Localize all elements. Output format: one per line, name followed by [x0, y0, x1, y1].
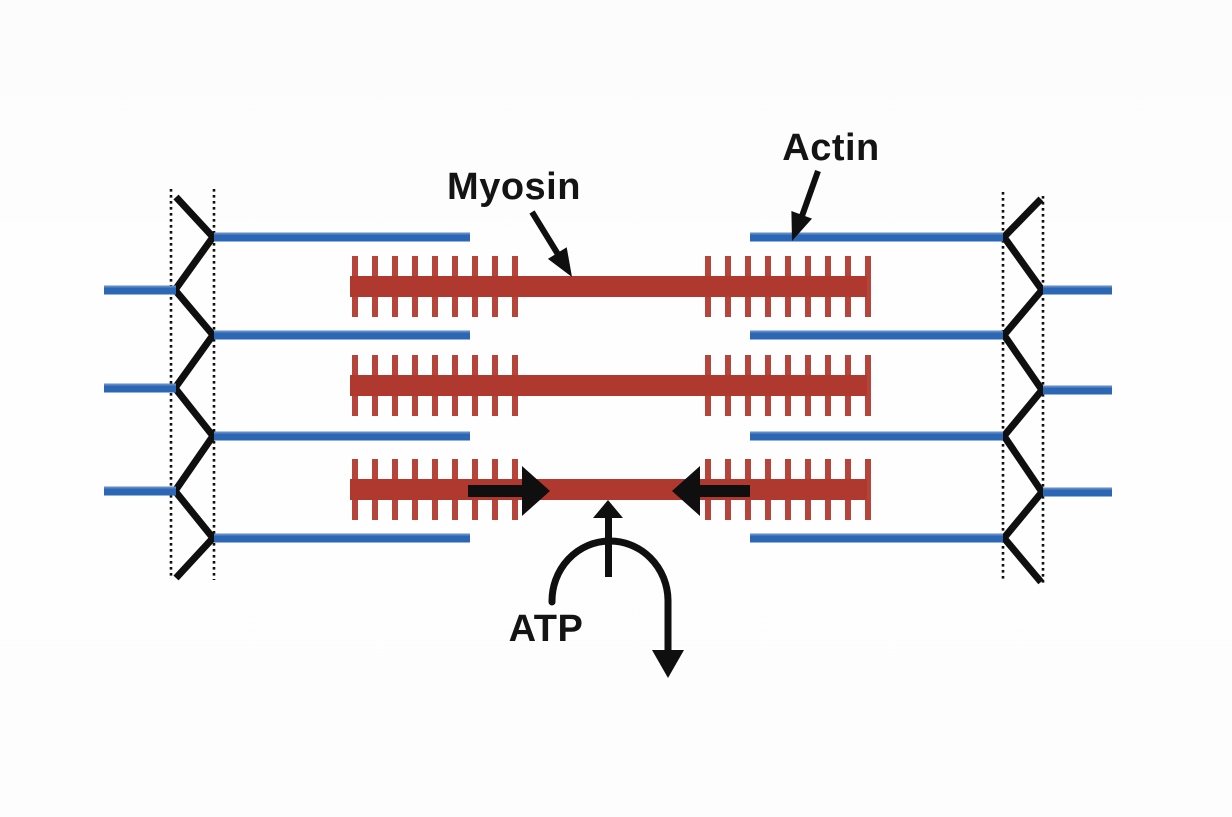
actin-filament-highlight — [104, 383, 176, 386]
contraction-arrow-right-head — [522, 466, 550, 516]
contraction-arrow-left-head — [672, 466, 700, 516]
actin-filament-highlight — [104, 285, 176, 288]
atp-label: ATP — [508, 608, 584, 650]
actin-filament-outer-right — [1043, 285, 1112, 295]
actin-filament-highlight — [750, 330, 1003, 333]
myosin-pointer-shaft — [529, 210, 562, 258]
actin-filament-highlight — [214, 431, 470, 434]
atp-curved-arrow — [548, 537, 672, 656]
actin-filament-highlight — [214, 232, 470, 235]
actin-filament-inner-right — [750, 232, 1003, 242]
actin-filament-inner-left — [214, 431, 470, 441]
myosin-filament-bar — [350, 375, 867, 396]
actin-filament-inner-right — [750, 330, 1003, 340]
atp-arrow-head — [652, 650, 684, 678]
myosin-crossbridge — [865, 355, 871, 416]
actin-filament-outer-right — [1043, 487, 1112, 497]
myosin-filament-bar — [350, 479, 867, 500]
up-arrow-shaft — [605, 515, 612, 577]
actin-filament-highlight — [1043, 285, 1112, 288]
actin-filament-highlight — [104, 486, 176, 489]
actin-filament-highlight — [750, 431, 1003, 434]
actin-filament-inner-right — [750, 533, 1003, 543]
contraction-arrow-right-shaft — [468, 485, 522, 497]
actin-filament-inner-left — [214, 232, 470, 242]
myosin-crossbridge — [865, 256, 871, 317]
actin-filament-highlight — [750, 232, 1003, 235]
z-disc-zigzag-right — [999, 196, 1047, 585]
actin-filament-highlight — [1043, 385, 1112, 388]
myosin-filament-bar — [350, 276, 867, 297]
myosin-crossbridge — [865, 459, 871, 520]
actin-pointer-shaft — [799, 169, 821, 218]
z-disc-zigzag-left — [170, 194, 218, 581]
actin-filament-highlight — [750, 533, 1003, 536]
actin-filament-highlight — [214, 533, 470, 536]
actin-filament-outer-left — [104, 285, 176, 295]
actin-filament-outer-left — [104, 486, 176, 496]
myosin-pointer-head — [547, 247, 572, 277]
actin-pointer-head — [791, 211, 812, 241]
actin-filament-outer-right — [1043, 385, 1112, 395]
actin-filament-inner-right — [750, 431, 1003, 441]
actin-filament-inner-left — [214, 330, 470, 340]
actin-filament-highlight — [214, 330, 470, 333]
actin-filament-highlight — [1043, 487, 1112, 490]
actin-filament-outer-left — [104, 383, 176, 393]
up-arrow-head — [593, 500, 623, 518]
actin-label: Actin — [782, 127, 880, 169]
contraction-arrow-left-shaft — [700, 485, 750, 497]
myosin-label: Myosin — [447, 166, 581, 208]
actin-filament-inner-left — [214, 533, 470, 543]
